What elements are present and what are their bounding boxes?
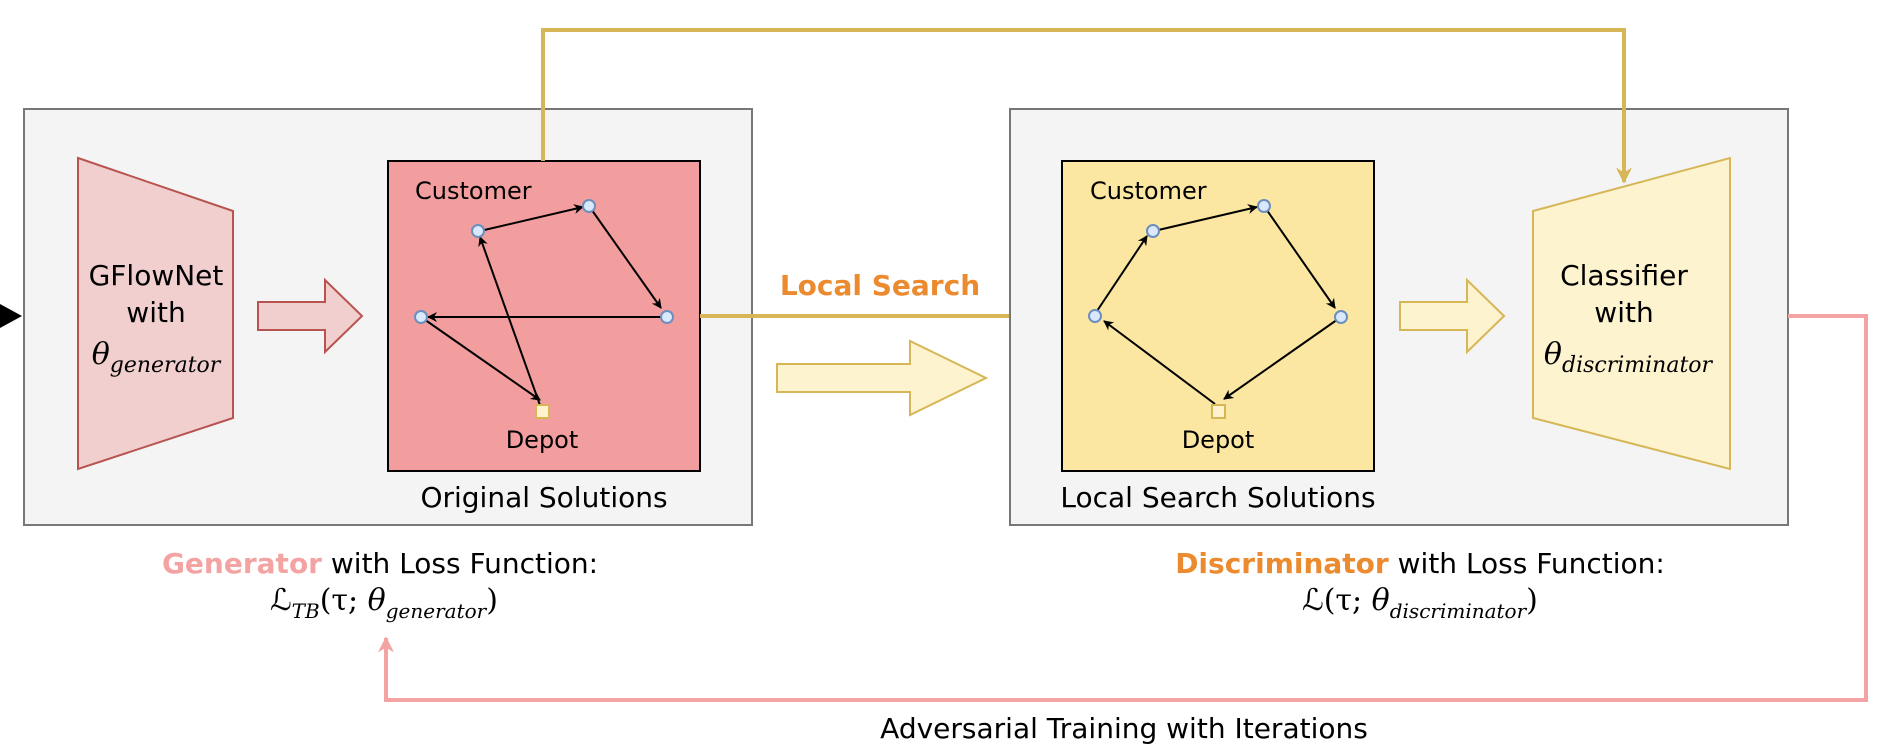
discriminator-loss-formula: ℒ(τ; θdiscriminator) <box>1302 583 1538 623</box>
theta-discriminator: θdiscriminator <box>1544 337 1714 378</box>
classifier-with: with <box>1594 296 1653 329</box>
generator-loss-formula: ℒTB(τ; θgenerator) <box>270 583 498 623</box>
local-node-4 <box>1334 310 1348 324</box>
original-node-2 <box>582 199 596 213</box>
original-node-1 <box>471 224 485 238</box>
local-customer-label: Customer <box>1090 177 1207 205</box>
original-customer-label: Customer <box>415 177 532 205</box>
original-solutions-caption: Original Solutions <box>420 481 667 514</box>
local-node-3 <box>1257 199 1271 213</box>
original-to-classifier-line <box>541 28 1632 184</box>
gflownet-block <box>77 156 234 471</box>
gflownet-title: GFlowNet <box>89 259 224 292</box>
theta-generator: θgenerator <box>92 337 222 378</box>
adversarial-training-label: Adversarial Training with Iterations <box>880 712 1368 745</box>
local-search-label: Local Search <box>780 269 980 302</box>
local-node-1 <box>1088 309 1102 323</box>
gflownet-with: with <box>126 296 185 329</box>
local-node-2 <box>1146 224 1160 238</box>
original-node-4 <box>414 310 428 324</box>
original-route <box>420 204 667 409</box>
solutions-to-classifier-arrow <box>1399 277 1506 355</box>
local-depot <box>1211 404 1226 419</box>
generator-loss-title: Generator with Loss Function: <box>162 547 598 580</box>
original-depot <box>535 404 550 419</box>
discriminator-loss-title: Discriminator with Loss Function: <box>1175 547 1665 580</box>
solutions-transfer-arrow <box>776 339 989 417</box>
input-arrowhead <box>0 304 22 328</box>
classifier-block <box>1532 156 1731 471</box>
original-depot-label: Depot <box>506 426 579 454</box>
adversarial-loop-line <box>378 314 1868 702</box>
local-depot-label: Depot <box>1182 426 1255 454</box>
local-route <box>1096 204 1342 405</box>
generator-to-solutions-arrow <box>257 277 364 355</box>
local-search-solutions-caption: Local Search Solutions <box>1060 481 1375 514</box>
local-search-solutions-box <box>1061 160 1375 472</box>
original-node-3 <box>660 310 674 324</box>
classifier-title: Classifier <box>1560 259 1688 292</box>
